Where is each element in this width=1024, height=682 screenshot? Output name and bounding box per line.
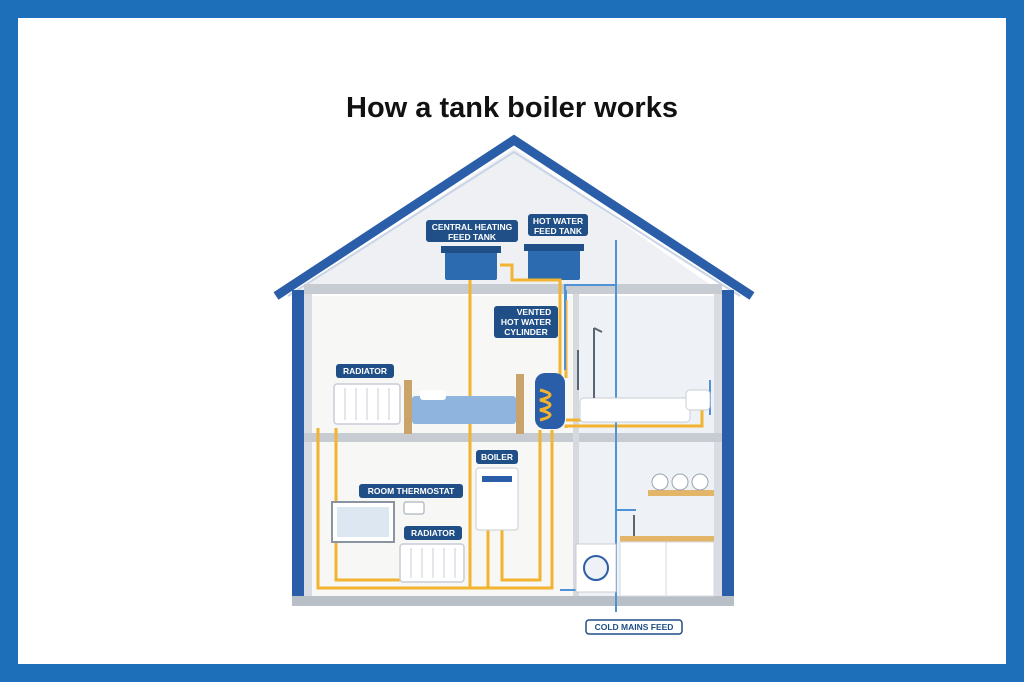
room-divider: [573, 294, 579, 596]
label-radiator-upper: RADIATOR: [336, 364, 394, 378]
left-wall: [292, 290, 304, 605]
label-line-3: CYLINDER: [504, 327, 547, 337]
label-boiler: BOILER: [476, 450, 518, 464]
label-text: RADIATOR: [411, 528, 455, 538]
hot-water-feed-tank: [524, 244, 584, 280]
label-radiator-lower: RADIATOR: [404, 526, 462, 540]
central-heating-feed-tank: [441, 246, 501, 280]
attic-space: [300, 148, 718, 290]
label-line-2: HOT WATER: [501, 317, 551, 327]
ground-floor: [292, 596, 734, 606]
label-central-heating-feed-tank: CENTRAL HEATING FEED TANK: [426, 220, 518, 242]
roof-trim: [287, 150, 741, 297]
label-vented-hot-water-cylinder: VENTED HOT WATER CYLINDER: [494, 306, 558, 338]
right-wall-brick: [714, 290, 722, 605]
attic-floor: [304, 284, 722, 294]
boiler-unit: [475, 467, 519, 531]
thermostat-device: [403, 501, 425, 515]
bathtub: [577, 327, 711, 423]
right-wall: [722, 290, 734, 605]
label-hot-water-feed-tank: HOT WATER FEED TANK: [528, 214, 588, 236]
label-line-1: HOT WATER: [533, 216, 583, 226]
vented-hot-water-cylinder: [535, 373, 565, 429]
roof: [273, 134, 755, 300]
label-line-2: FEED TANK: [448, 232, 497, 242]
label-line-2: FEED TANK: [534, 226, 583, 236]
middle-floor: [304, 433, 722, 442]
label-cold-mains-feed: COLD MAINS FEED: [585, 619, 683, 635]
label-text: BOILER: [481, 452, 513, 462]
kitchen: [575, 473, 715, 597]
left-wall-brick: [304, 290, 312, 605]
page-title: How a tank boiler works: [346, 92, 678, 124]
fireplace: [331, 501, 395, 543]
label-room-thermostat: ROOM THERMOSTAT: [359, 484, 463, 498]
lower-radiator: [399, 543, 465, 583]
label-text: ROOM THERMOSTAT: [368, 486, 455, 496]
upper-radiator: [333, 383, 401, 425]
label-text: COLD MAINS FEED: [595, 622, 674, 632]
label-text: RADIATOR: [343, 366, 387, 376]
bed: [404, 374, 524, 434]
label-line-1: VENTED: [517, 307, 551, 317]
label-line-1: CENTRAL HEATING: [432, 222, 513, 232]
